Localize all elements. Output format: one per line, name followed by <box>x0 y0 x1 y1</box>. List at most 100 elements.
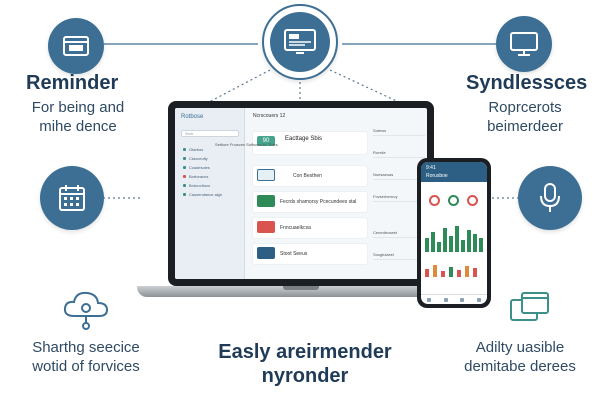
calendar-icon <box>59 185 85 211</box>
bar <box>461 240 465 252</box>
summary-card-tag: 90 <box>257 136 275 146</box>
main-title: Ncrscouers 12 <box>253 113 286 119</box>
sidebar-item[interactable]: Ccadesoles <box>183 164 210 170</box>
tab-icon[interactable] <box>476 297 481 302</box>
bar <box>443 228 447 252</box>
task-card-label: Stoot Seeus <box>280 251 308 257</box>
task-card-label: Fecrds shamorsy Pcecundees stal <box>280 199 357 205</box>
bar <box>465 266 469 277</box>
bar <box>431 232 435 252</box>
sidebar-item[interactable]: Bntorcrtlocs <box>183 182 210 188</box>
details-column: Sotews Rorelie Nuesaeuas Fovserbernoy Ce… <box>373 126 425 279</box>
sidebar-item-label: Cassendance aign <box>189 191 223 197</box>
laptop-notch <box>283 286 319 290</box>
sharing-line-1: Sharthg seecice <box>32 339 140 356</box>
sharing-line-2: wotid of forvices <box>32 358 140 375</box>
laptop-screen: Rotbose Srch Gtarbos Ctaxceufly Ccadesol… <box>168 101 434 286</box>
sidebar-item[interactable]: Gtarbos <box>183 146 203 152</box>
sidebar-search-input[interactable]: Srch <box>181 130 239 137</box>
sync-feature-badge <box>496 16 552 72</box>
bar <box>473 268 477 277</box>
phone-bar-chart <box>425 224 483 252</box>
status-ring-icon <box>467 195 478 206</box>
bullet-icon <box>183 174 186 178</box>
voice-feature-badge <box>518 166 582 230</box>
microphone-icon <box>540 183 560 212</box>
status-ring-icon <box>448 195 459 206</box>
phone-device: 9:41 Rorusboe <box>417 158 491 308</box>
task-card[interactable]: Fnncuaelkcsa <box>253 218 367 238</box>
laptop-sidebar: Rotbose Srch Gtarbos Ctaxceufly Ccadesol… <box>175 108 245 279</box>
bullet-icon <box>183 183 186 187</box>
summary-card-title: Eacttage Sbis <box>285 136 323 142</box>
task-card-icon <box>257 195 275 207</box>
cloud-network-icon <box>63 291 109 330</box>
dashboard-screen-icon <box>284 29 316 54</box>
bar <box>449 267 453 277</box>
bar <box>455 226 459 252</box>
bar <box>425 238 429 252</box>
phone-header: 9:41 Rorusboe <box>421 162 487 182</box>
reminder-line-1: For being and <box>31 99 125 116</box>
phone-screen: 9:41 Rorusboe <box>421 162 487 304</box>
summary-card[interactable]: 90 Eacttage Sbis <box>253 132 367 154</box>
details-row: Sotews <box>373 128 425 136</box>
phone-tab-bar <box>421 294 487 304</box>
task-card-icon <box>257 169 275 181</box>
bar <box>479 238 483 252</box>
reminder-heading: Reminder <box>26 72 119 94</box>
bar <box>467 230 471 252</box>
headline-line-2: nyronder <box>261 365 349 387</box>
sidebar-item[interactable]: Ctaxceufly <box>183 155 208 161</box>
sidebar-item[interactable]: Cassendance aign <box>183 191 222 197</box>
sidebar-item[interactable]: Bortoracns <box>183 173 208 179</box>
bar <box>425 269 429 277</box>
sync-line-2: beimerdeer <box>487 118 563 135</box>
bullet-icon <box>183 156 186 160</box>
details-row: Rorelie <box>373 150 425 158</box>
details-row: Fovserbernoy <box>373 194 425 202</box>
tab-icon[interactable] <box>427 297 432 302</box>
sidebar-item-label: Bntorcrtlocs <box>189 182 211 188</box>
headline-line-1: Easly areirmender <box>218 341 392 363</box>
sync-heading: Syndlessces <box>466 72 588 94</box>
sidebar-item-label: Bortoracns <box>189 173 209 179</box>
status-ring-icon <box>429 195 440 206</box>
task-card-label: Fnncuaelkcsa <box>280 225 311 231</box>
reminder-line-2: mihe dence <box>39 118 117 135</box>
sync-line-1: Roprcerots <box>488 99 562 116</box>
task-card[interactable]: Con Besthen <box>253 166 367 186</box>
ability-line-1: Adilty uasible <box>475 339 565 356</box>
task-card[interactable]: Fecrds shamorsy Pcecundees stal <box>253 192 367 212</box>
reminder-feature-badge <box>48 18 104 74</box>
laptop-base <box>137 286 465 297</box>
sidebar-item-label: Gtarbos <box>189 146 204 152</box>
dashboard-feature-badge <box>262 4 338 80</box>
bar <box>457 270 461 277</box>
details-row: Nuesaeuas <box>373 172 425 180</box>
bullet-icon <box>183 147 186 151</box>
bar <box>473 234 477 252</box>
phone-bar-chart-secondary <box>425 257 483 277</box>
bar <box>449 236 453 252</box>
details-row: Sosgtulaeel <box>373 252 425 260</box>
task-card-icon <box>257 221 275 233</box>
phone-title: Rorusboe <box>426 173 448 179</box>
tab-icon[interactable] <box>460 297 465 302</box>
calendar-feature-badge <box>40 166 104 230</box>
monitor-icon <box>510 32 538 56</box>
task-card-label: Con Besthen <box>293 173 322 179</box>
ability-line-2: demitabe derees <box>464 358 576 375</box>
details-row: Cenedtroseet <box>373 230 425 238</box>
sidebar-title: Rotbose <box>181 114 204 120</box>
sidebar-item-label: Ctaxceufly <box>189 155 208 161</box>
headline: Easly areirmender nyronder <box>200 340 410 388</box>
bar <box>441 271 445 277</box>
tab-icon[interactable] <box>443 297 448 302</box>
summary-card-subtitle: Settlore Fnosces Soffsces fu. Tldes <box>215 142 278 147</box>
task-card[interactable]: Stoot Seeus <box>253 244 367 264</box>
browser-window-icon <box>63 36 89 56</box>
task-card-icon <box>257 247 275 259</box>
bullet-icon <box>183 165 186 169</box>
laptop-app: Rotbose Srch Gtarbos Ctaxceufly Ccadesol… <box>175 108 427 279</box>
